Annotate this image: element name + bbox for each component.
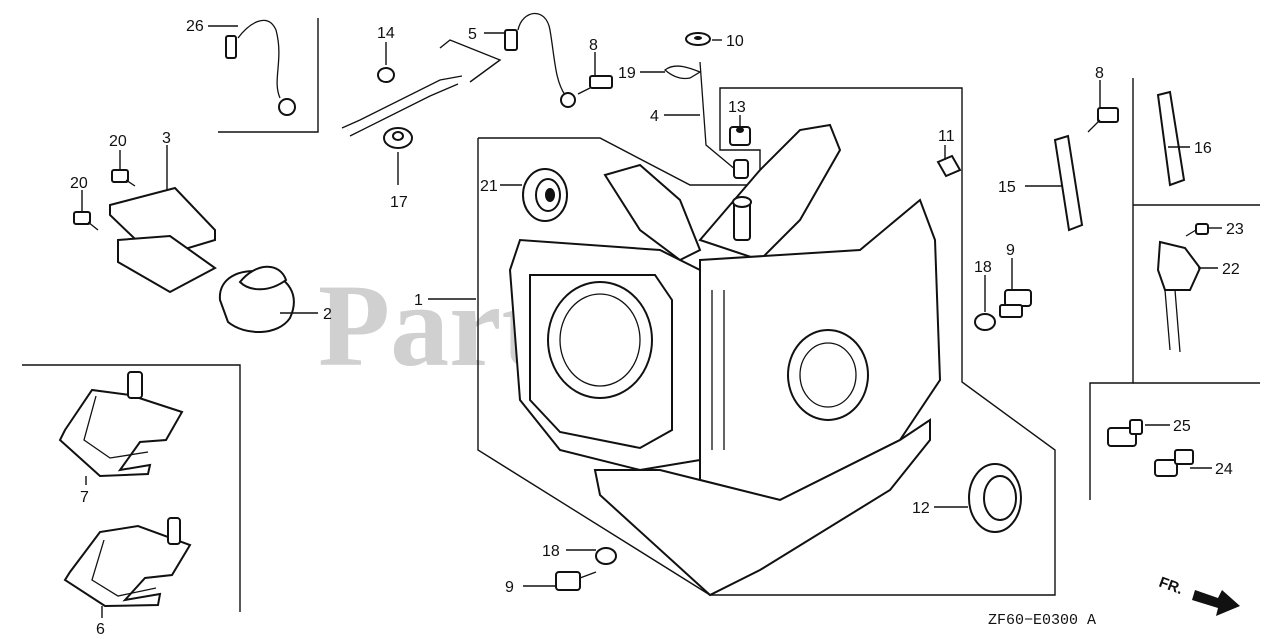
callout-4: 4 (650, 108, 659, 125)
callout-1: 1 (414, 292, 423, 309)
callout-5: 5 (468, 26, 477, 43)
leader-lines (81, 25, 1222, 618)
callout-9-right: 9 (1006, 242, 1015, 259)
front-marker-label: FR. (1157, 574, 1186, 598)
part-11-plug[interactable] (936, 154, 962, 178)
part-18-washer-right[interactable] (974, 313, 996, 331)
callout-labels: 1 2 3 4 5 6 7 8 8 9 9 10 11 12 13 14 15 … (70, 18, 1244, 638)
callout-12: 12 (912, 500, 930, 517)
callout-10: 10 (726, 33, 744, 50)
part-15-strip[interactable] (1053, 134, 1084, 232)
callout-19: 19 (618, 65, 636, 82)
part-8-bolt-right[interactable] (1087, 107, 1119, 133)
callout-13: 13 (728, 99, 746, 116)
callout-25: 25 (1173, 418, 1191, 435)
part-3-bracket[interactable] (109, 186, 217, 294)
callout-9-bottom: 9 (505, 579, 514, 596)
callout-16: 16 (1194, 140, 1212, 157)
part-16-strip[interactable] (1156, 90, 1186, 187)
callout-6: 6 (96, 621, 105, 638)
callout-20-bottom: 20 (70, 175, 88, 192)
part-5-lead-wire[interactable] (504, 12, 576, 108)
callout-18-right: 18 (974, 259, 992, 276)
callout-3: 3 (162, 130, 171, 147)
part-20-bolt-bottom[interactable] (73, 211, 99, 231)
part-25-plug-bolt[interactable] (1107, 419, 1143, 447)
callout-26: 26 (186, 18, 204, 35)
drawing-code: ZF60−E0300 A (988, 612, 1096, 629)
part-7-mount-rubber[interactable] (58, 371, 184, 478)
part-1-crankcase[interactable] (508, 123, 942, 597)
part-2-ignition-coil[interactable] (218, 75, 463, 334)
callout-21: 21 (480, 178, 498, 195)
callout-11: 11 (938, 128, 955, 145)
callout-15: 15 (998, 179, 1016, 196)
part-26-ground-wire[interactable] (225, 19, 296, 116)
part-4-rod[interactable] (699, 61, 749, 179)
part-23-bolt[interactable] (1185, 223, 1209, 237)
front-direction-marker: FR. (1157, 574, 1240, 616)
callout-14: 14 (377, 25, 395, 42)
callout-18-bottom: 18 (542, 543, 560, 560)
callout-7: 7 (80, 489, 89, 506)
part-12-oil-seal[interactable] (968, 463, 1022, 533)
part-22-oil-sensor[interactable] (1156, 240, 1202, 353)
part-24-drain-fitting[interactable] (1154, 449, 1194, 477)
part-9-bolt-bottom[interactable] (555, 571, 597, 591)
callout-20-top: 20 (109, 133, 127, 150)
part-18-washer-bottom[interactable] (595, 547, 617, 565)
callout-8-top: 8 (589, 37, 598, 54)
group-boxes (22, 18, 1260, 612)
part-21-bearing[interactable] (522, 168, 568, 222)
part-20-bolt-top[interactable] (111, 169, 136, 187)
part-8-bolt-top[interactable] (577, 75, 613, 95)
part-14-o-ring[interactable] (377, 67, 395, 83)
callout-2: 2 (323, 306, 332, 323)
part-19-clip[interactable] (663, 65, 702, 80)
part-10-washer[interactable] (685, 32, 711, 46)
front-arrow-icon (1192, 590, 1240, 616)
callout-23: 23 (1226, 221, 1244, 238)
part-6-mount-rubber[interactable] (63, 517, 192, 608)
callout-17: 17 (390, 194, 408, 211)
callout-24: 24 (1215, 461, 1233, 478)
callout-22: 22 (1222, 261, 1240, 278)
callout-8-right: 8 (1095, 65, 1104, 82)
part-17-nut[interactable] (383, 127, 413, 149)
part-13-collar[interactable] (729, 126, 751, 146)
part-9-bolt-right[interactable] (999, 289, 1032, 318)
